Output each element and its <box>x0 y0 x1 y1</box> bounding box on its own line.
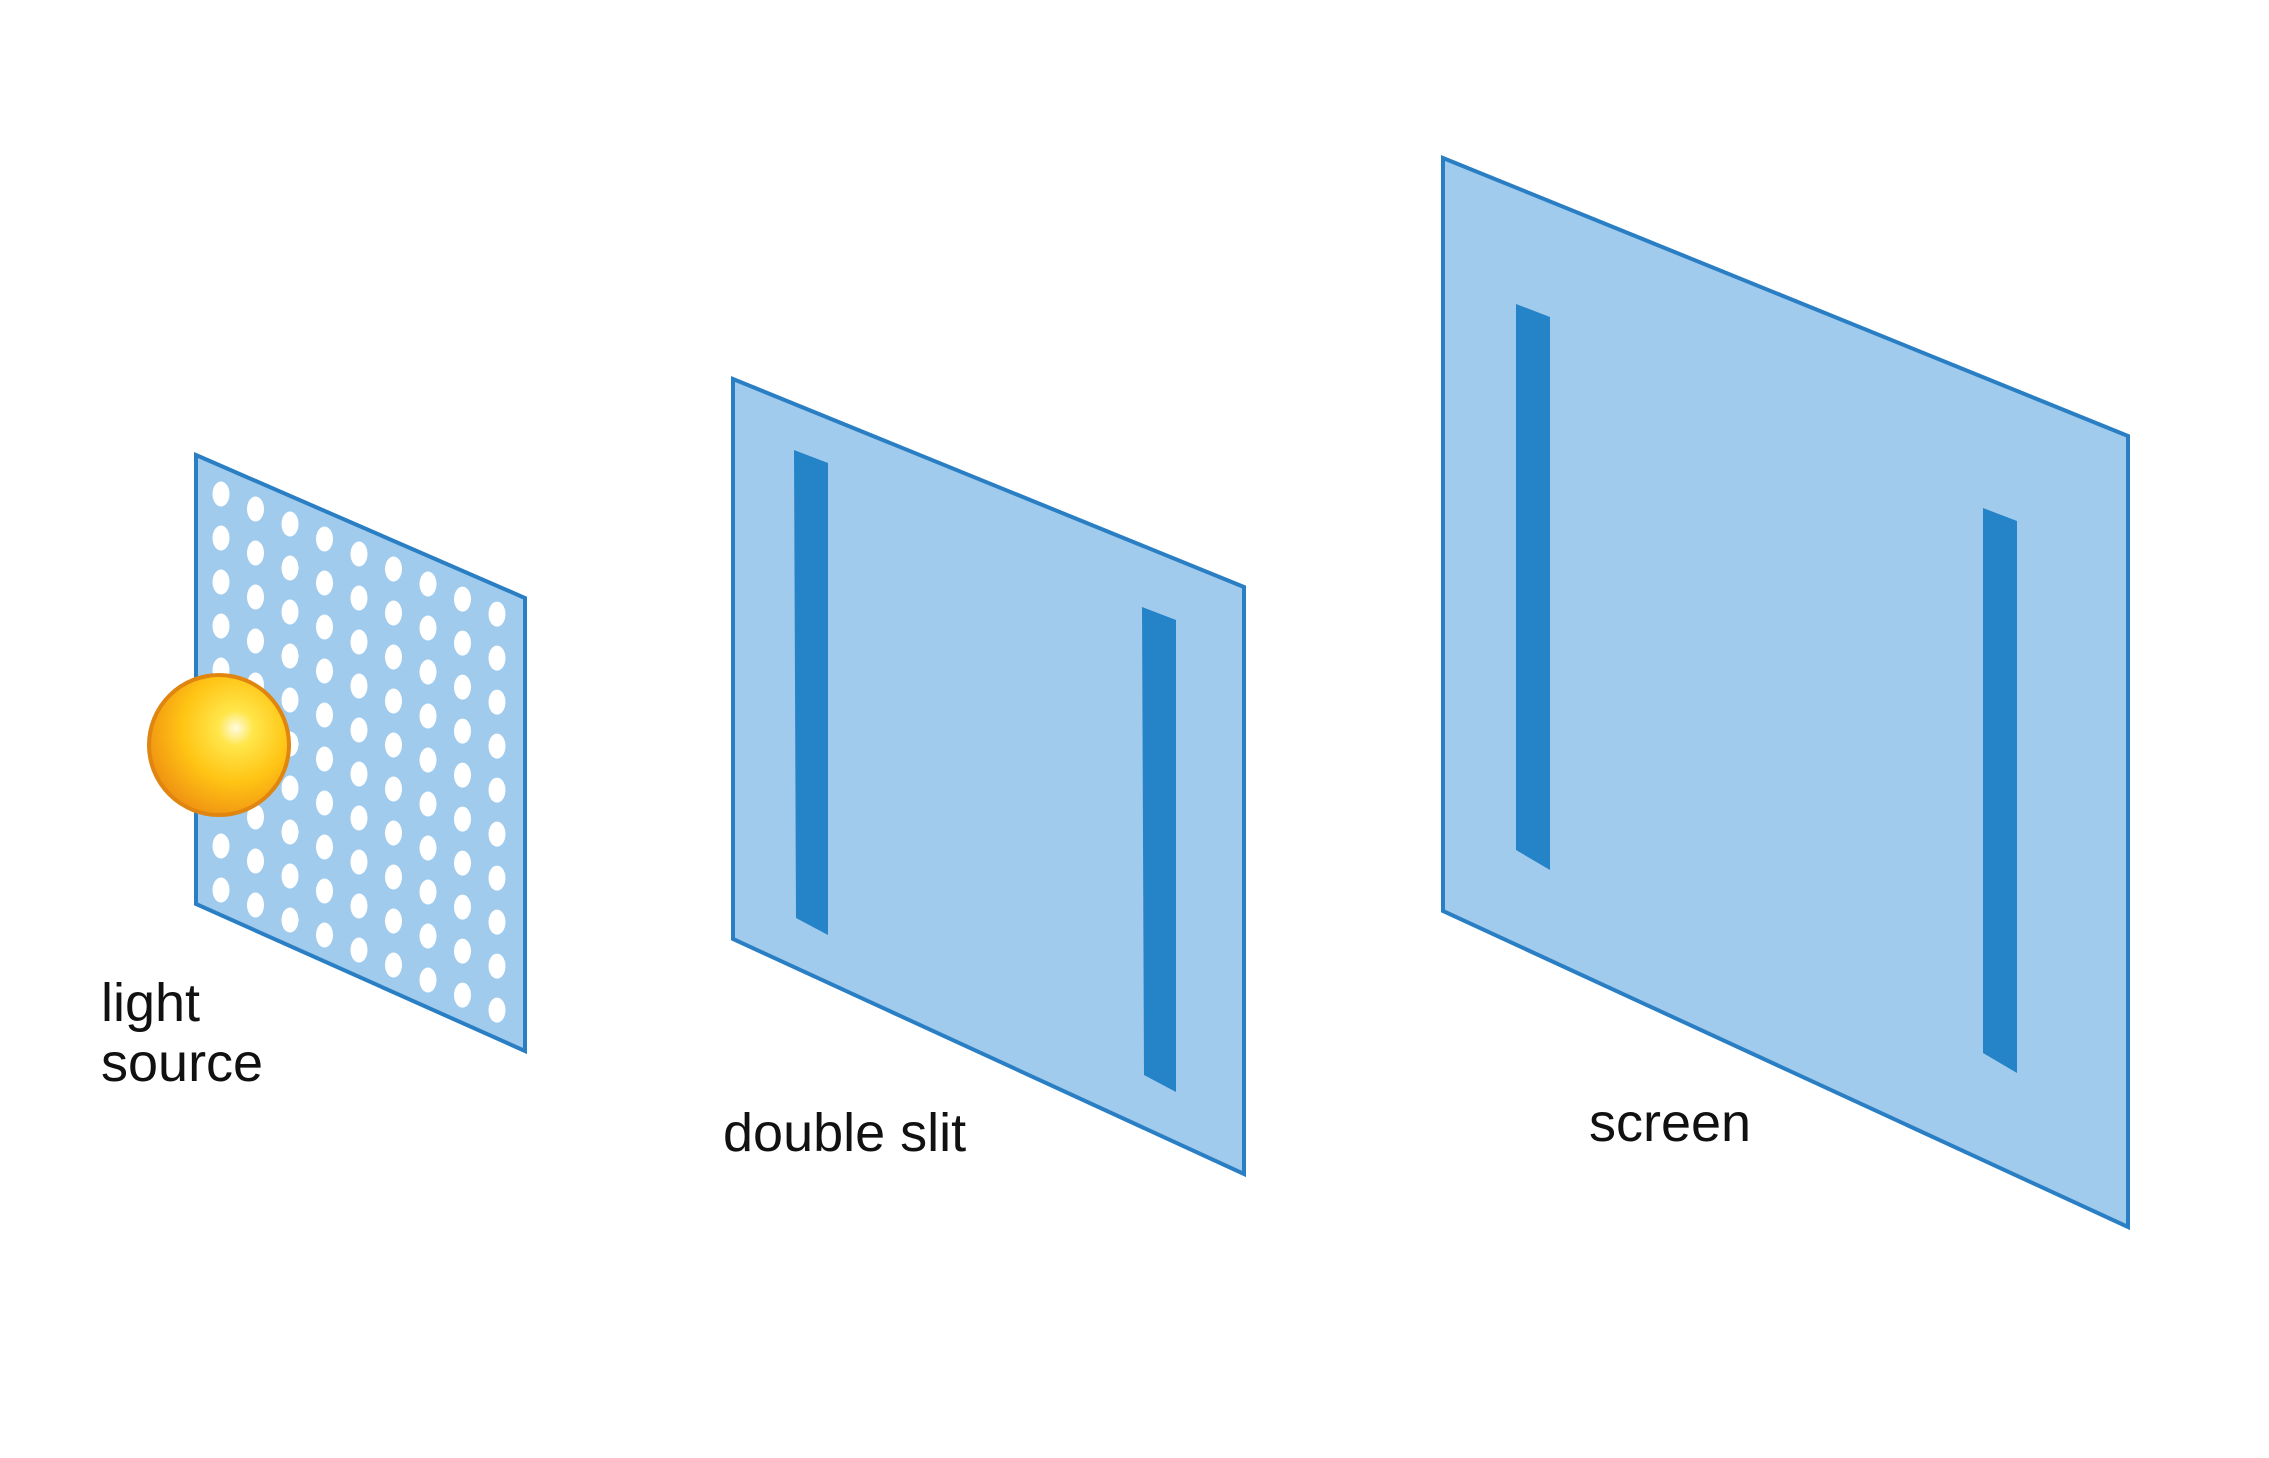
light-dot <box>281 687 299 713</box>
screen-panel <box>1441 155 2130 1231</box>
light-dot <box>281 775 299 801</box>
light-dot <box>385 952 402 978</box>
light-dot <box>385 820 402 846</box>
light-dot <box>385 908 402 934</box>
light-dot <box>419 835 437 861</box>
light-dot <box>281 819 299 845</box>
light-dot <box>316 526 333 552</box>
double-slit-panel <box>731 376 1246 1178</box>
light-dot <box>316 790 333 816</box>
light-source-label-line1: light <box>101 973 200 1033</box>
light-dot <box>350 893 368 919</box>
light-dot <box>247 628 264 654</box>
light-dot <box>488 865 506 891</box>
light-dot <box>350 849 368 875</box>
light-dot <box>454 894 471 920</box>
light-dot <box>316 614 333 640</box>
double-slit-label: double slit <box>723 1103 966 1163</box>
light-dot <box>281 863 299 889</box>
light-dot <box>488 733 506 759</box>
light-dot <box>488 689 506 715</box>
light-source-group: light source <box>101 451 527 1093</box>
light-dot <box>419 659 437 685</box>
light-dot <box>247 892 264 918</box>
light-dot <box>454 586 471 612</box>
light-dot <box>454 982 471 1008</box>
light-dot <box>212 833 230 859</box>
screen-band-left <box>1516 304 1550 870</box>
light-dot <box>212 525 230 551</box>
light-dot <box>350 629 368 655</box>
light-dot <box>385 732 402 758</box>
light-dot <box>316 702 333 728</box>
light-dot <box>212 481 230 507</box>
light-dot <box>316 834 333 860</box>
light-dot <box>419 967 437 993</box>
light-dot <box>385 776 402 802</box>
light-dot <box>350 673 368 699</box>
light-dot <box>488 821 506 847</box>
light-dot <box>316 878 333 904</box>
light-dot <box>419 703 437 729</box>
light-dot <box>488 601 506 627</box>
light-dot <box>385 644 402 670</box>
light-dot <box>212 613 230 639</box>
screen-label: screen <box>1589 1093 1751 1153</box>
light-dot <box>212 569 230 595</box>
light-dot <box>316 658 333 684</box>
light-dot <box>247 540 264 566</box>
light-dot <box>488 953 506 979</box>
light-dot <box>385 864 402 890</box>
light-source-label-line2: source <box>101 1033 263 1093</box>
slit-right <box>1142 607 1176 1092</box>
light-dot <box>316 746 333 772</box>
light-dot <box>350 585 368 611</box>
light-dot <box>281 511 299 537</box>
light-dot <box>350 937 368 963</box>
light-dot <box>281 907 299 933</box>
light-dot <box>385 556 402 582</box>
light-dot <box>385 600 402 626</box>
light-dot <box>419 791 437 817</box>
light-dot <box>350 761 368 787</box>
screen-band-right <box>1983 508 2017 1073</box>
light-dot <box>350 805 368 831</box>
light-dot <box>281 643 299 669</box>
light-dot <box>454 806 471 832</box>
light-dot <box>350 541 368 567</box>
screen-group: screen <box>1441 155 2130 1231</box>
double-slit-group: double slit <box>723 376 1246 1178</box>
light-dot <box>247 804 264 830</box>
light-dot <box>316 570 333 596</box>
light-dot <box>281 555 299 581</box>
light-dot <box>247 584 264 610</box>
light-dot <box>316 922 333 948</box>
sun-light-bulb-icon <box>147 673 291 817</box>
light-dot <box>488 909 506 935</box>
light-dot <box>385 688 402 714</box>
light-dot <box>454 850 471 876</box>
light-dot <box>419 747 437 773</box>
light-dot <box>350 717 368 743</box>
light-dot <box>454 718 471 744</box>
light-dot <box>212 877 230 903</box>
light-dot <box>488 997 506 1023</box>
light-dot <box>247 848 264 874</box>
light-dot <box>454 630 471 656</box>
light-dot <box>419 879 437 905</box>
light-dot <box>419 923 437 949</box>
light-dot <box>454 762 471 788</box>
light-dot <box>454 938 471 964</box>
slit-left <box>794 450 828 935</box>
light-dot <box>488 777 506 803</box>
light-dot <box>454 674 471 700</box>
light-dot <box>419 615 437 641</box>
light-dot <box>488 645 506 671</box>
light-dot <box>281 599 299 625</box>
light-dot <box>419 571 437 597</box>
light-dot <box>247 496 264 522</box>
